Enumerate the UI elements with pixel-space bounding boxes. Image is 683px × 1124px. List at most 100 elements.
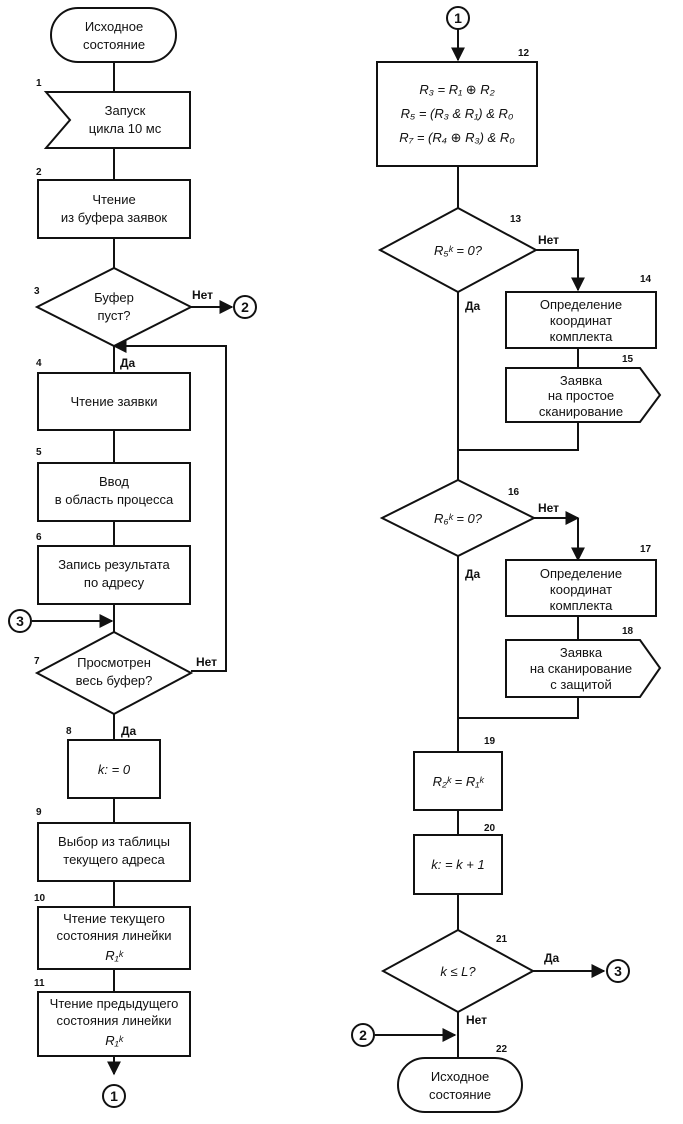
block-text: Исходное [431, 1069, 489, 1084]
block-16-r6-decision: 16 R₆ᵏ = 0? Нет Да [379, 478, 559, 581]
block-number: 19 [484, 736, 496, 747]
yes-label: Да [120, 356, 136, 370]
block-10-read-current-state: 10 Чтение текущего состояния линейки R₁ᵏ [34, 893, 191, 970]
block-text: Определение [540, 566, 622, 581]
flow-lines-left [32, 62, 234, 1076]
block-number: 3 [34, 286, 40, 297]
block-number: 1 [36, 78, 42, 89]
block-number: 11 [34, 978, 45, 989]
block-text: из буфера заявок [61, 210, 168, 225]
block-text: состояния линейки [56, 1013, 171, 1028]
block-12-logic-ops: 12 R₃ = R₁ ⊕ R₂ R₅ = (R₃ & R₁) & R₀ R₇ =… [376, 48, 538, 167]
block-number: 6 [36, 532, 42, 543]
block-number: 10 [34, 893, 46, 904]
block-text: Заявка [560, 645, 603, 660]
block-text: R₂ᵏ = R₁ᵏ [433, 774, 486, 789]
connector-1-out: 1 [102, 1084, 126, 1108]
block-text: Заявка [560, 373, 603, 388]
block-number: 9 [36, 807, 42, 818]
block-9-select-address: 9 Выбор из таблицы текущего адреса [36, 807, 191, 882]
block-text: Буфер [94, 290, 134, 305]
block-3-buffer-empty-decision: 3 Буфер пуст? Нет Да [34, 266, 213, 370]
connector-2-out: 2 [233, 295, 257, 319]
block-5-input-process: 5 Ввод в область процесса [36, 447, 191, 522]
block-text: координат [550, 582, 612, 597]
block-text: Запись результата [58, 557, 170, 572]
block-text: R₁ᵏ [105, 1033, 124, 1048]
block-6-write-result: 6 Запись результата по адресу [36, 532, 191, 605]
block-number: 2 [36, 167, 42, 178]
block-number: 5 [36, 447, 42, 458]
block-text: Ввод [99, 474, 129, 489]
block-text: в область процесса [55, 492, 174, 507]
block-22-end-terminator: 22 Исходное состояние [397, 1044, 523, 1113]
block-text: Чтение [92, 192, 135, 207]
block-2-read-buffer: 2 Чтение из буфера заявок [36, 167, 191, 239]
block-text: Чтение текущего [63, 911, 165, 926]
block-text: k ≤ L? [440, 964, 476, 979]
block-text: состояние [429, 1087, 491, 1102]
connector-3-in: 3 [8, 609, 32, 633]
start-terminator: Исходное состояние [50, 7, 177, 63]
block-17-determine-coords: 17 Определение координат комплекта [505, 544, 657, 617]
block-number: 12 [518, 48, 530, 59]
block-13-r5-decision: 13 R₅ᵏ = 0? Нет Да [377, 206, 559, 313]
block-number: 17 [640, 544, 652, 555]
block-text: R₅ᵏ = 0? [434, 243, 483, 258]
block-15-simple-scan-request: 15 Заявка на простое сканирование [505, 354, 662, 423]
block-number: 18 [622, 626, 634, 637]
no-label: Нет [538, 501, 559, 515]
block-number: 4 [36, 358, 42, 369]
block-19-assign-r2: 19 R₂ᵏ = R₁ᵏ [413, 736, 503, 811]
block-text: на простое [548, 388, 614, 403]
connector-label: 1 [454, 10, 462, 26]
block-1-cycle-start: 1 Запуск цикла 10 мс [36, 78, 191, 149]
block-text: R₁ᵏ [105, 948, 124, 963]
block-text: координат [550, 313, 612, 328]
connector-label: 1 [110, 1088, 118, 1104]
block-7-buffer-viewed-decision: 7 Просмотрен весь буфер? Нет Да [34, 630, 217, 738]
start-line-1: Исходное [85, 19, 143, 34]
block-number: 8 [66, 726, 72, 737]
block-20-increment-k: 20 k: = k + 1 [413, 823, 503, 895]
yes-label: Да [544, 951, 560, 965]
block-21-k-le-l-decision: 21 k ≤ L? Да Нет [380, 928, 560, 1027]
block-text: R₆ᵏ = 0? [434, 511, 483, 526]
block-number: 13 [510, 214, 522, 225]
block-text: Просмотрен [77, 655, 151, 670]
block-11-read-previous-state: 11 Чтение предыдущего состояния линейки … [34, 978, 191, 1057]
connector-3-out: 3 [606, 959, 630, 983]
block-18-protected-scan-request: 18 Заявка на сканирование с защитой [505, 626, 662, 698]
block-4-read-request: 4 Чтение заявки [36, 358, 191, 431]
block-text: Определение [540, 297, 622, 312]
block-text: Запуск [105, 103, 146, 118]
connector-label: 3 [16, 613, 24, 629]
yes-label: Да [465, 299, 481, 313]
block-text: по адресу [84, 575, 145, 590]
yes-label: Да [121, 724, 137, 738]
no-label: Нет [538, 233, 559, 247]
block-number: 15 [622, 354, 634, 365]
block-number: 21 [496, 934, 508, 945]
block-text: текущего адреса [63, 852, 165, 867]
flow-lines-right [375, 29, 606, 1058]
block-text: состояния линейки [56, 928, 171, 943]
start-line-2: состояние [83, 37, 145, 52]
block-text: на сканирование [530, 661, 632, 676]
block-text: R₇ = (R₄ ⊕ R₃) & R₀ [399, 130, 515, 145]
block-text: весь буфер? [76, 673, 153, 688]
block-text: k: = k + 1 [431, 857, 484, 872]
block-text: R₅ = (R₃ & R₁) & R₀ [401, 106, 514, 121]
block-text: пуст? [97, 308, 130, 323]
no-label: Нет [466, 1013, 487, 1027]
block-text: с защитой [550, 677, 612, 692]
connector-label: 2 [241, 299, 249, 315]
block-text: комплекта [550, 329, 613, 344]
block-text: Выбор из таблицы [58, 834, 170, 849]
connector-label: 2 [359, 1027, 367, 1043]
block-number: 16 [508, 487, 520, 498]
block-text: k: = 0 [98, 762, 131, 777]
connector-2-in: 2 [351, 1023, 375, 1047]
block-number: 7 [34, 656, 40, 667]
